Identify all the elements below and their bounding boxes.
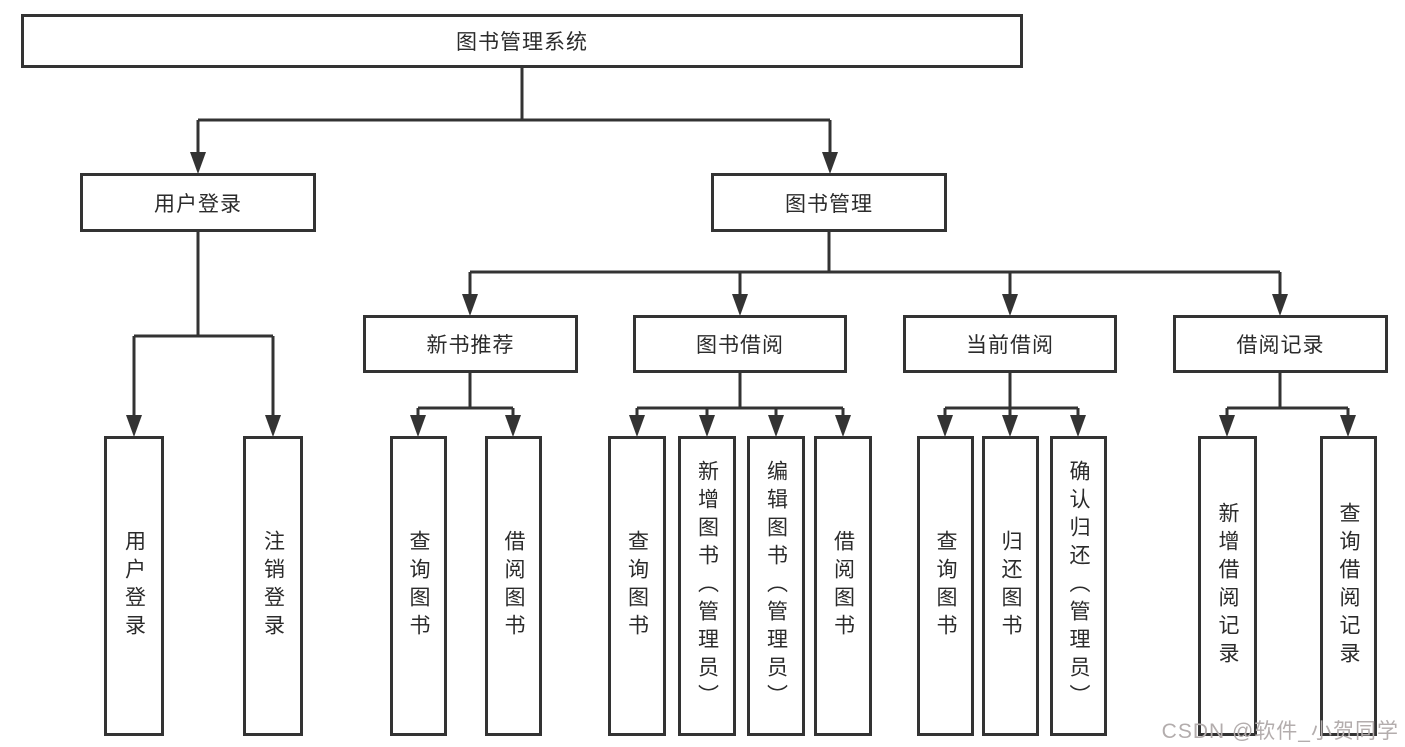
node-book-borrow: 图书借阅 [633,315,847,373]
leaf-query-books-borrow: 查询图书 [608,436,666,736]
leaf-query-books-current: 查询图书 [917,436,974,736]
leaf-edit-book-admin: 编辑图书（管理员） [747,436,805,736]
node-user-login-group: 用户登录 [80,173,316,232]
leaf-borrow-books: 借阅图书 [814,436,872,736]
node-borrow-records: 借阅记录 [1173,315,1388,373]
leaf-confirm-return-admin: 确认归还（管理员） [1050,436,1107,736]
leaf-user-login: 用户登录 [104,436,164,736]
leaf-add-borrow-record: 新增借阅记录 [1198,436,1257,736]
node-current-borrow: 当前借阅 [903,315,1117,373]
leaf-query-borrow-record: 查询借阅记录 [1320,436,1377,736]
leaf-add-book-admin: 新增图书（管理员） [678,436,736,736]
node-new-book-recommend: 新书推荐 [363,315,578,373]
leaf-query-books-recommend: 查询图书 [390,436,447,736]
node-library-system: 图书管理系统 [21,14,1023,68]
leaf-logout: 注销登录 [243,436,303,736]
node-book-management: 图书管理 [711,173,947,232]
leaf-return-book: 归还图书 [982,436,1039,736]
csdn-watermark: CSDN @软件_小贺同学 [1161,720,1399,743]
leaf-borrow-books-recommend: 借阅图书 [485,436,542,736]
